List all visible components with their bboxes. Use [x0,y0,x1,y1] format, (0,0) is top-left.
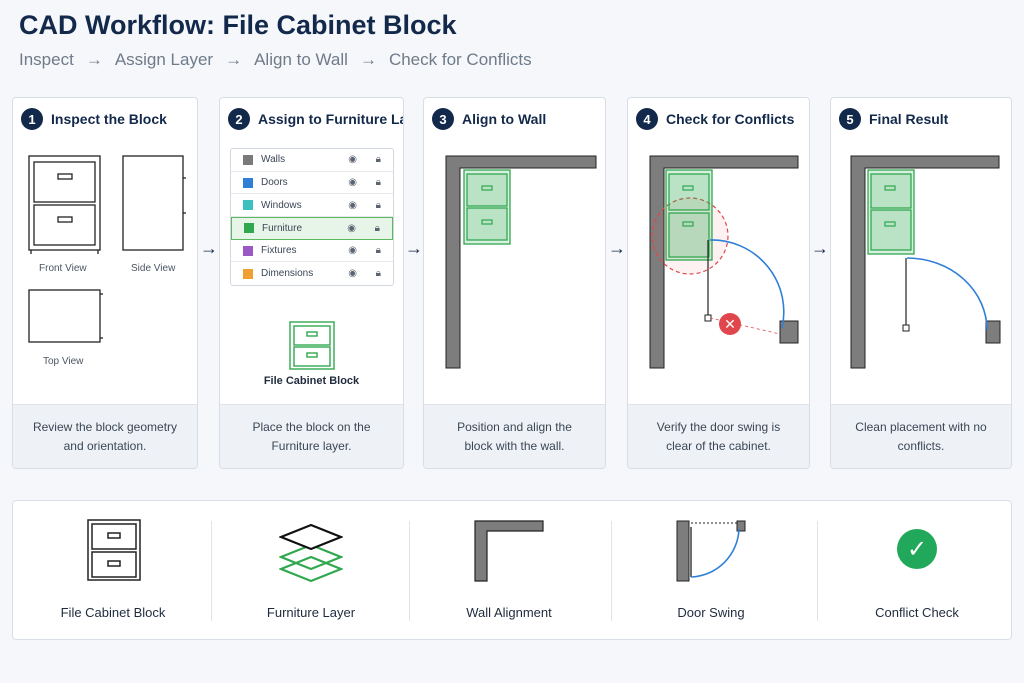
legend-label: File Cabinet Block [60,605,166,620]
front-view-label: Front View [39,263,87,274]
side-view-label: Side View [131,263,176,274]
layer-color-swatch [243,245,253,256]
divider [817,521,818,621]
layer-color-swatch [244,223,254,234]
layer-name: Furniture [262,222,303,234]
layer-row-walls[interactable]: Walls ◉ 🔒︎ [231,149,393,172]
top-view-label: Top View [43,356,84,367]
eye-icon[interactable]: ◉ [348,199,357,211]
step-card-assign-layer: 2 Assign to Furniture Layer Walls ◉ 🔒︎ Door… [219,97,404,469]
divider [211,521,212,621]
legend-item-door: Door Swing [611,501,811,641]
step-caption: Position and align the block with the wa… [424,404,605,468]
legend-label: Furniture Layer [266,605,356,620]
breadcrumb-item: Align to Wall [254,50,348,69]
arrow-right-icon: → [225,50,243,69]
layer-color-swatch [243,200,253,211]
layer-row-dimensions[interactable]: Dimensions ◉ 🔒︎ [231,262,393,285]
legend-label: Wall Alignment [466,605,552,620]
final-placement-drawing [850,155,1001,369]
wall-alignment-drawing [445,155,597,369]
step-title: Inspect the Block [51,111,167,127]
arrow-right-icon: → [405,238,423,258]
eye-icon[interactable]: ◉ [348,177,357,189]
layer-name: Fixtures [261,245,297,257]
step-title: Align to Wall [462,111,547,127]
layer-name: Windows [261,199,302,211]
legend-label: Conflict Check [875,605,959,620]
block-label: File Cabinet Block [263,375,360,387]
page-title: CAD Workflow: File Cabinet Block [19,10,457,40]
layer-panel: Walls ◉ 🔒︎ Doors ◉ 🔒︎ Windows ◉ 🔒︎ Furniture ◉ 🔒… [230,148,394,287]
legend-item-check: ✓ Conflict Check [817,501,1017,641]
divider [409,521,410,621]
step-caption: Review the block geometry and orientatio… [13,404,197,468]
layer-row-fixtures[interactable]: Fixtures ◉ 🔒︎ [231,240,393,263]
lock-icon[interactable]: 🔒︎ [375,245,381,257]
step-title: Assign to Furniture Layer [258,111,403,127]
arrow-right-icon: → [200,238,218,258]
layer-row-windows[interactable]: Windows ◉ 🔒︎ [231,194,393,218]
step-card-align-wall: 3 Align to Wall Position and align the bl… [423,97,606,469]
legend-item-layer: Furniture Layer [211,501,411,641]
lock-icon[interactable]: 🔒︎ [374,222,380,234]
layer-name: Dimensions [261,268,314,280]
arrow-right-icon: → [359,50,377,69]
step-number: 4 [636,108,658,130]
eye-icon[interactable]: ◉ [348,268,357,280]
breadcrumb: Inspect → Assign Layer → Align to Wall →… [19,50,532,70]
layer-row-doors[interactable]: Doors ◉ 🔒︎ [231,172,393,195]
eye-icon[interactable]: ◉ [348,154,357,166]
breadcrumb-item: Check for Conflicts [388,50,532,69]
legend-item-wall: Wall Alignment [409,501,609,641]
arrow-right-icon: → [608,238,626,258]
step-title: Final Result [869,111,949,127]
door-swing-icon [676,520,746,582]
legend-item-cabinet: File Cabinet Block [13,501,213,641]
step-card-check-conflicts: 4 Check for Conflicts ✕ Verify the door s… [627,97,810,469]
breadcrumb-item: Inspect [19,50,74,69]
step-number: 5 [839,108,861,130]
check-circle-icon: ✓ [897,529,937,569]
eye-icon[interactable]: ◉ [347,222,356,234]
legend-label: Door Swing [677,605,745,620]
layer-row-furniture[interactable]: Furniture ◉ 🔒︎ [231,217,393,240]
layer-name: Doors [261,177,288,189]
lock-icon[interactable]: 🔒︎ [375,177,381,189]
step-card-final-result: 5 Final Result Clean placement with no co… [830,97,1012,469]
step-title: Check for Conflicts [666,111,795,127]
door-conflict-drawing [649,155,799,369]
legend-panel: File Cabinet Block Furniture Layer Wall … [12,500,1012,640]
lock-icon[interactable]: 🔒︎ [375,268,381,280]
step-number: 3 [432,108,454,130]
layer-color-swatch [243,177,253,188]
layer-name: Walls [261,154,286,166]
arrow-right-icon: → [85,50,103,69]
file-cabinet-icon [87,519,141,581]
layers-icon [279,523,343,583]
step-caption: Place the block on the Furniture layer. [220,404,403,468]
layer-color-swatch [243,268,253,279]
step-number: 1 [21,108,43,130]
arrow-right-icon: → [811,238,829,258]
x-circle-icon: ✕ [719,313,741,335]
divider [611,521,612,621]
layer-color-swatch [243,154,253,165]
breadcrumb-item: Assign Layer [114,50,214,69]
lock-icon[interactable]: 🔒︎ [375,199,381,211]
wall-corner-icon [474,520,544,582]
step-caption: Clean placement with no conflicts. [831,404,1011,468]
eye-icon[interactable]: ◉ [348,245,357,257]
step-caption: Verify the door swing is clear of the ca… [628,404,809,468]
lock-icon[interactable]: 🔒︎ [375,154,381,166]
file-cabinet-block-icon [289,321,335,370]
step-number: 2 [228,108,250,130]
block-views-drawing [28,155,186,343]
